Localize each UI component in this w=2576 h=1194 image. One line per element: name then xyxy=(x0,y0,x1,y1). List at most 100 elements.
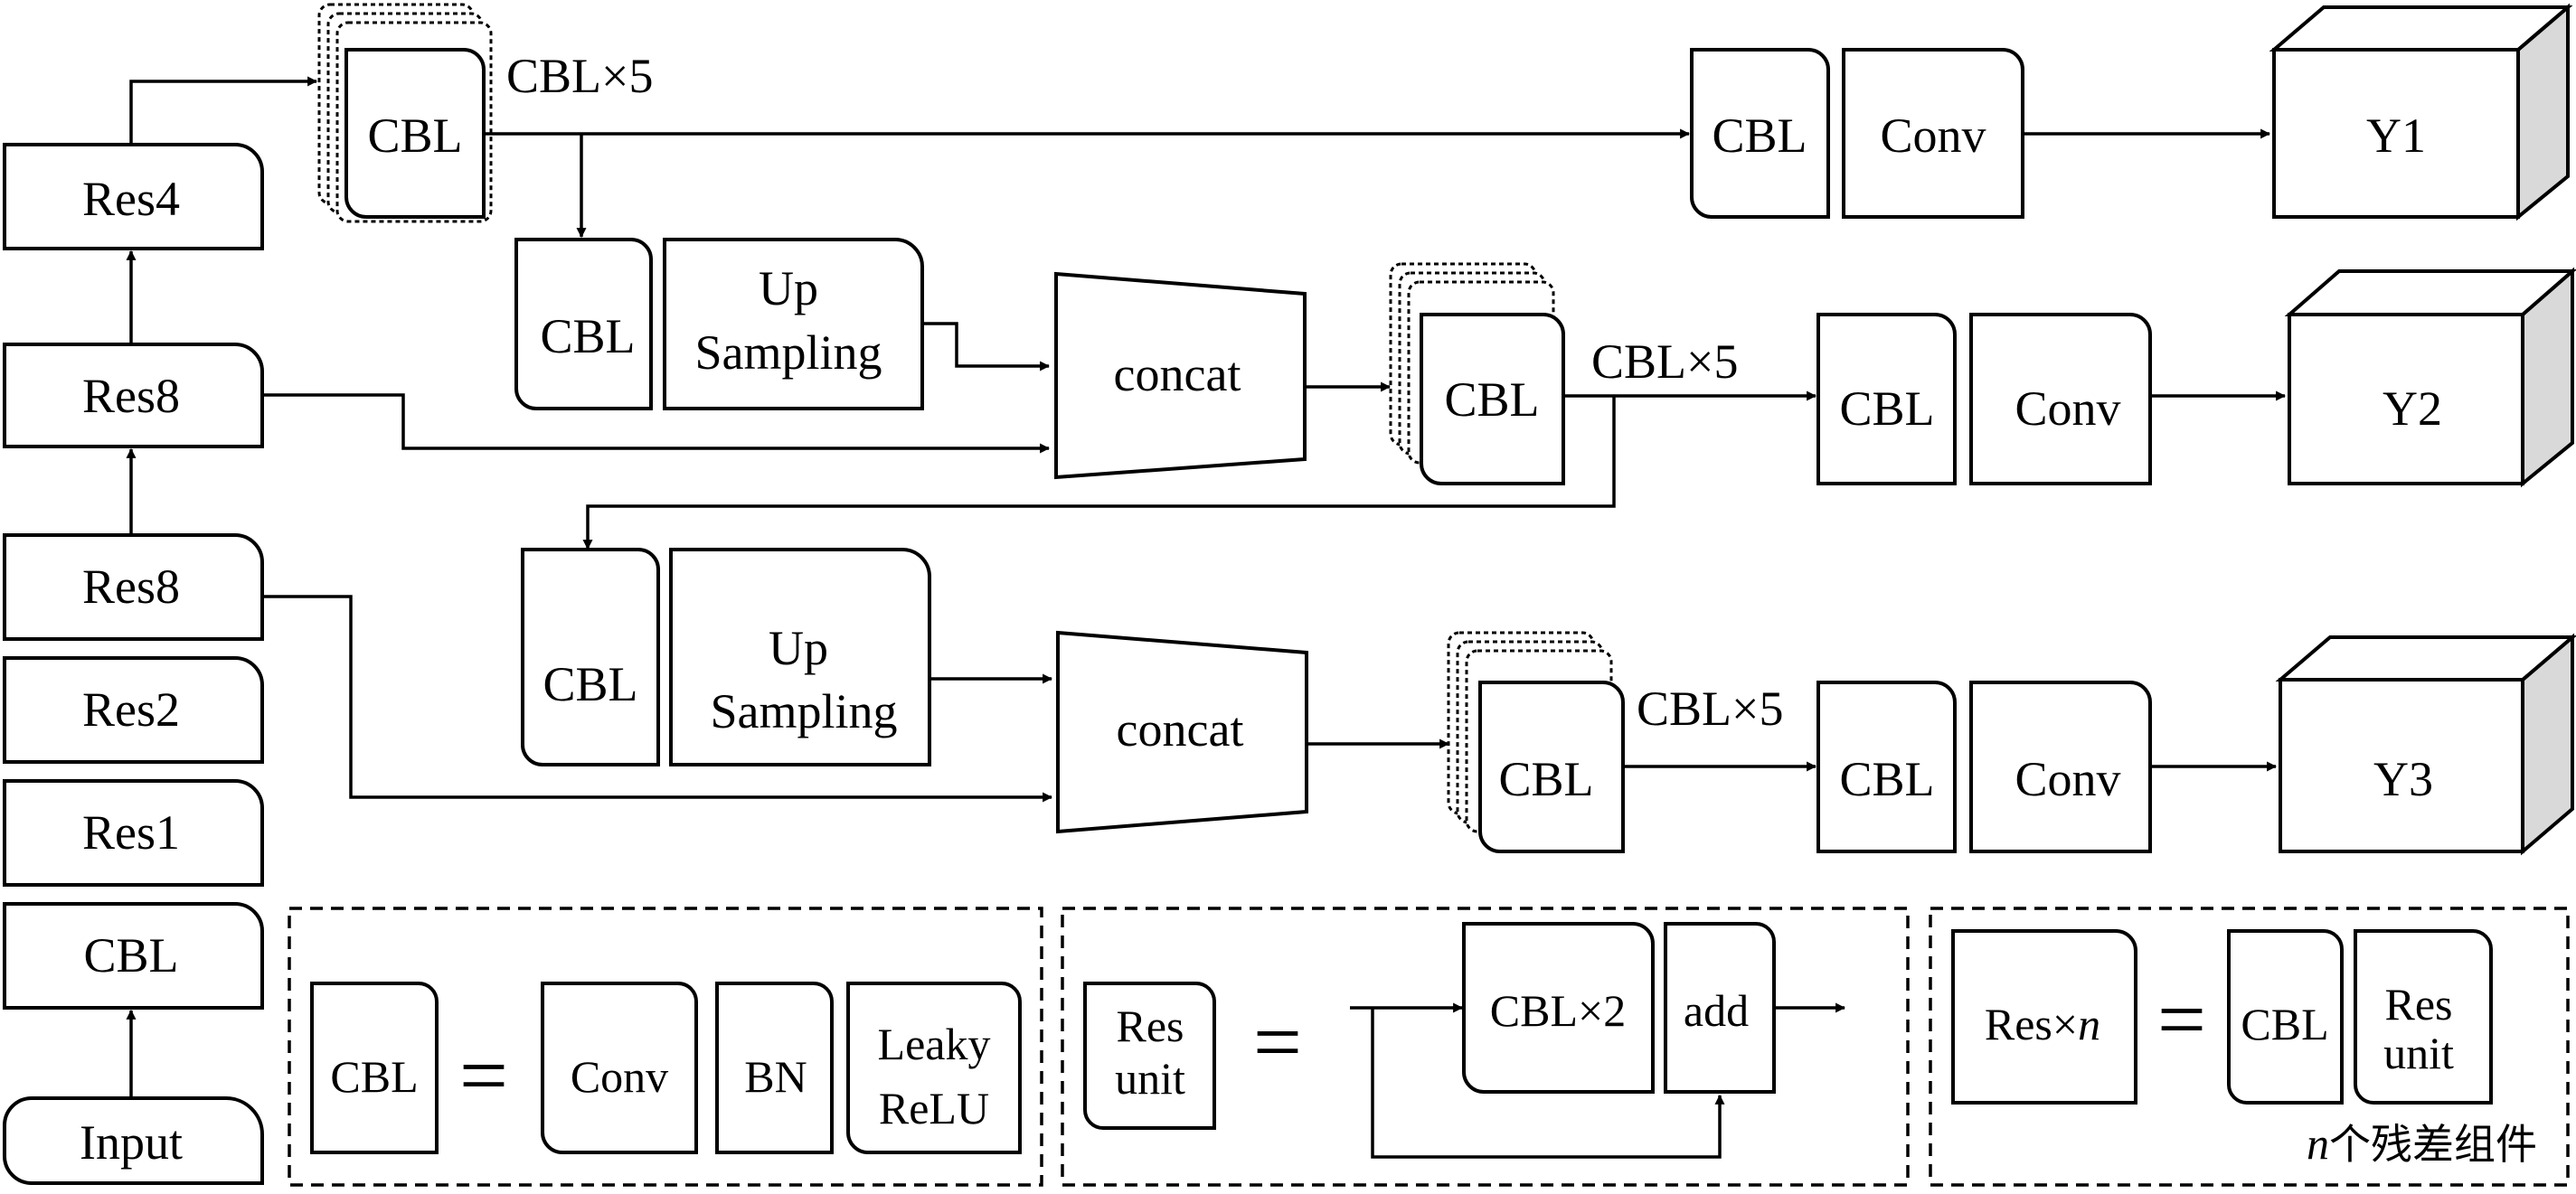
concat-1-label: concat xyxy=(1114,347,1241,401)
legend-resn-n: n xyxy=(2078,999,2100,1049)
legend-leaky-label: Leaky xyxy=(878,1019,991,1069)
upsampling-2-line2: Sampling xyxy=(710,684,897,738)
legend-add-label: add xyxy=(1684,985,1749,1036)
branch-3: CBL CBL×5 CBL Conv Y3 xyxy=(1447,631,2576,856)
res2-label: Res2 xyxy=(82,682,180,737)
cbl-stack-1-label: CBL xyxy=(367,108,462,163)
legend-resn-unit-line1: Res xyxy=(2385,979,2453,1029)
legend-bn-label: BN xyxy=(744,1051,807,1102)
arrow-stack2-down xyxy=(582,396,1616,550)
cbl-stack-3-label: CBL xyxy=(1498,752,1593,806)
legend-cbl-lhs: CBL xyxy=(310,982,439,1154)
output-y1-label: Y1 xyxy=(2366,108,2426,163)
branch-2: CBL CBL×5 CBL Conv Y2 xyxy=(582,262,2576,550)
cbl-label: CBL xyxy=(83,928,178,982)
legend-resunit-equals: = xyxy=(1253,993,1302,1090)
upsampling-2-line1: Up xyxy=(769,621,828,675)
branch-2-cbl-label: CBL xyxy=(1839,381,1934,436)
arrow-res8-to-concat1 xyxy=(262,393,1051,454)
legend-conv-label: Conv xyxy=(571,1051,668,1102)
cbl-stack-2-label: CBL xyxy=(1444,372,1539,427)
upsample-path-1: CBL Up Sampling concat xyxy=(262,238,1392,480)
legend-resunit-lhs: Res xyxy=(1083,982,1216,1130)
legend-resn-note-text: 个残差组件 xyxy=(2329,1120,2537,1169)
branch-2-conv: Conv xyxy=(1969,313,2152,485)
legend-bn: BN xyxy=(715,982,834,1154)
repeat-label-1: CBL×5 xyxy=(506,49,653,103)
concat-2: concat xyxy=(1056,630,1308,834)
legend-resn-equals: = xyxy=(2157,971,2206,1067)
res4-node: Res4 xyxy=(3,143,264,250)
repeat-label-2: CBL×5 xyxy=(1591,334,1738,389)
branch-1-cbl-label: CBL xyxy=(1712,108,1807,163)
branch-2-cbl: CBL xyxy=(1816,313,1957,485)
res8-lower-node: Res8 xyxy=(3,533,264,641)
branch-1-cbl: CBL xyxy=(1690,48,1830,219)
legend-resn-definition: Res×n = CBL Res unit n个残差组件 xyxy=(1929,907,2570,1187)
res8-lower-label: Res8 xyxy=(82,559,180,614)
res1-node: Res1 xyxy=(3,779,264,887)
upsampling-2: Up xyxy=(669,548,931,766)
output-y2-label: Y2 xyxy=(2383,381,2442,436)
branch-2-conv-label: Conv xyxy=(2015,381,2120,436)
res4-label: Res4 xyxy=(82,172,180,226)
branch-3-conv: Conv xyxy=(1969,681,2152,853)
upsampling-1-line2: Sampling xyxy=(694,325,882,380)
arrow-resunit-skip xyxy=(1371,1008,1725,1159)
arrow-res4-to-stack1 xyxy=(129,76,318,145)
legend-cblx2-label: CBL×2 xyxy=(1490,985,1626,1036)
backbone: Input CBL Res1 Res2 Res8 Res8 Res4 xyxy=(2,143,264,1185)
res8-upper-node: Res8 xyxy=(3,343,264,448)
legend-resn-note-n: n xyxy=(2307,1118,2329,1169)
output-y3-label: Y3 xyxy=(2373,752,2433,806)
branch-3-cbl-label: CBL xyxy=(1839,752,1934,806)
legend-add: add xyxy=(1664,922,1776,1094)
res8-upper-label: Res8 xyxy=(82,369,180,423)
branch-3-conv-label: Conv xyxy=(2015,752,2120,806)
repeat-label-3: CBL×5 xyxy=(1637,682,1783,736)
legend-resn-note: n个残差组件 xyxy=(2307,1118,2537,1169)
legend-conv: Conv xyxy=(541,982,698,1154)
legend-relu-label: ReLU xyxy=(879,1083,989,1133)
branch-1-conv: Conv xyxy=(1842,48,2024,219)
output-y3-cube: Y3 xyxy=(2275,633,2576,856)
legend-resn-cbl: CBL xyxy=(2227,929,2344,1105)
output-y1-cube: Y1 xyxy=(2269,3,2573,221)
legend-cbl-lhs-label: CBL xyxy=(330,1051,418,1102)
legend-resn-unit-line2: unit xyxy=(2383,1028,2454,1078)
arrow-up1-to-concat1 xyxy=(922,322,1051,371)
legend-resunit-lhs-line2: unit xyxy=(1115,1053,1185,1104)
legend-resn-cbl-label: CBL xyxy=(2241,999,2328,1049)
concat-2-label: concat xyxy=(1117,702,1244,757)
branch-3-cbl: CBL xyxy=(1816,681,1957,853)
up-cbl-2: CBL xyxy=(521,548,660,766)
legend-resn-lhs-label: Res×n xyxy=(1985,999,2100,1049)
legend-resn-prefix: Res× xyxy=(1985,999,2078,1049)
output-y2-cube: Y2 xyxy=(2284,267,2576,488)
branch-1: CBL CBL×5 CBL Conv Y1 xyxy=(129,3,2573,239)
legend-resunit-lhs-line1: Res xyxy=(1117,1001,1184,1051)
upsampling-1-line1: Up xyxy=(759,261,818,315)
cbl-stack-3: CBL xyxy=(1447,631,1625,853)
legend-resn-lhs: Res×n xyxy=(1951,929,2137,1105)
upsample-path-2: CBL Up Sampling concat xyxy=(262,548,1450,834)
input-label: Input xyxy=(80,1115,183,1170)
legend-leaky-relu: Leaky xyxy=(846,982,1022,1154)
legend-cbl-definition: CBL = Conv BN Leaky ReLU xyxy=(288,907,1043,1187)
upsampling-1: Up xyxy=(663,238,924,410)
legend-cbl-equals: = xyxy=(459,1027,508,1123)
up-cbl-1: CBL xyxy=(514,238,653,410)
cbl-stack-1: CBL xyxy=(317,3,493,223)
legend-cblx2: CBL×2 xyxy=(1462,922,1655,1094)
arrow-res8-to-concat2 xyxy=(262,595,1053,803)
cbl-stack-2: CBL xyxy=(1389,262,1565,485)
up-cbl-1-label: CBL xyxy=(540,309,635,363)
legend-resn-unit: Res xyxy=(2354,929,2493,1105)
input-node: Input xyxy=(2,1096,264,1185)
res1-label: Res1 xyxy=(82,805,180,860)
legend-resunit-definition: Res unit = CBL×2 add xyxy=(1061,907,1910,1187)
cbl-node: CBL xyxy=(3,902,264,1010)
res2-node: Res2 xyxy=(3,656,264,764)
concat-1: concat xyxy=(1054,271,1307,480)
up-cbl-2-label: CBL xyxy=(543,657,637,711)
